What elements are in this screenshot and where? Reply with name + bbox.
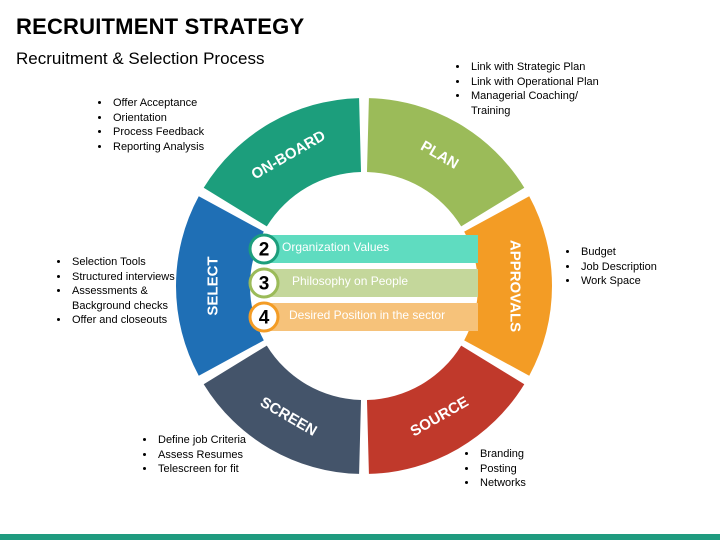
list-item: Offer and closeouts bbox=[70, 313, 200, 328]
center-item-label: Philosophy on People bbox=[292, 274, 408, 288]
list-item: Telescreen for fit bbox=[156, 462, 296, 477]
list-item: Posting bbox=[478, 462, 588, 477]
center-bar bbox=[266, 303, 478, 331]
list-item: Assess Resumes bbox=[156, 448, 296, 463]
step-number-badge bbox=[248, 267, 280, 299]
list-item: Selection Tools bbox=[70, 255, 200, 270]
step-number-badge bbox=[248, 301, 280, 333]
screen-bullets: Define job Criteria Assess Resumes Teles… bbox=[142, 433, 296, 477]
list-item: Orientation bbox=[111, 111, 236, 126]
list-item: Branding bbox=[478, 447, 588, 462]
step-number-badge bbox=[248, 233, 280, 265]
list-item: Structured interviews bbox=[70, 270, 200, 285]
center-item-label: Desired Position in the sector bbox=[289, 308, 445, 322]
plan-bullets: Link with Strategic Plan Link with Opera… bbox=[455, 60, 604, 118]
source-bullets: Branding Posting Networks bbox=[464, 447, 588, 491]
segment-screen bbox=[203, 345, 362, 474]
page-title: RECRUITMENT STRATEGY bbox=[16, 14, 305, 39]
list-item: Link with Strategic Plan bbox=[469, 60, 604, 75]
segment-label-approvals: APPROVALS bbox=[507, 240, 524, 332]
center-bar bbox=[266, 235, 478, 263]
list-item: Process Feedback bbox=[111, 125, 236, 140]
list-item: Work Space bbox=[579, 274, 699, 289]
list-item: Define job Criteria bbox=[156, 433, 296, 448]
list-item: Offer Acceptance bbox=[111, 96, 236, 111]
list-item: Link with Operational Plan bbox=[469, 75, 604, 90]
approvals-bullets: Budget Job Description Work Space bbox=[565, 245, 699, 289]
segment-plan bbox=[366, 98, 525, 227]
list-item: Budget bbox=[579, 245, 699, 260]
list-item: Managerial Coaching/ Training bbox=[469, 89, 604, 118]
onboard-bullets: Offer Acceptance Orientation Process Fee… bbox=[97, 96, 236, 154]
page-subtitle: Recruitment & Selection Process bbox=[16, 49, 265, 68]
list-item: Networks bbox=[478, 476, 588, 491]
step-number: 3 bbox=[259, 274, 270, 295]
step-number: 4 bbox=[259, 308, 270, 329]
segment-select bbox=[175, 196, 264, 376]
segment-source bbox=[366, 345, 525, 474]
segment-approvals bbox=[464, 196, 552, 376]
center-bar bbox=[266, 269, 478, 297]
bottom-rule bbox=[0, 534, 720, 540]
segment-on-board bbox=[203, 98, 362, 227]
list-item: Job Description bbox=[579, 260, 699, 275]
segment-label-select: SELECT bbox=[205, 256, 222, 315]
center-item-label: Organization Values bbox=[282, 240, 389, 254]
step-number: 2 bbox=[259, 240, 270, 261]
select-bullets: Selection Tools Structured interviews As… bbox=[56, 255, 200, 328]
list-item: Reporting Analysis bbox=[111, 140, 236, 155]
list-item: Assessments & Background checks bbox=[70, 284, 200, 313]
